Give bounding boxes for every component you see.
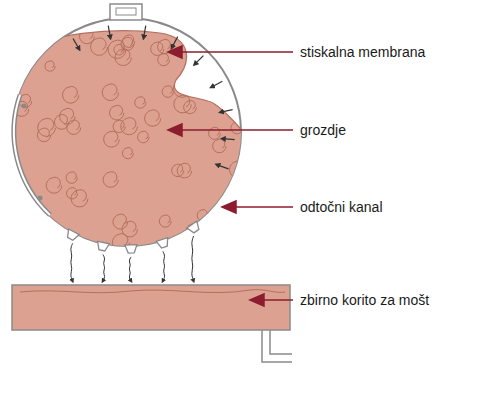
pressure-arrows: [73, 26, 235, 169]
grape-swirl: [39, 220, 54, 236]
part-label: grozdje: [300, 122, 346, 139]
grape-swirl: [121, 37, 134, 50]
must-drip: [103, 254, 105, 281]
grape-swirl: [22, 227, 40, 245]
grape-swirl: [138, 131, 149, 143]
grape-swirl: [30, 216, 45, 231]
grape-swirl: [115, 49, 131, 66]
pressure-arrow: [73, 38, 79, 48]
grape-swirl: [15, 189, 29, 203]
drain-fitting: [187, 221, 201, 234]
hinge-bolt: [22, 104, 27, 109]
grape-swirl: [37, 128, 50, 142]
grape-swirl: [67, 120, 81, 134]
must-trough: [12, 285, 290, 330]
door-handle: [116, 8, 136, 15]
drain-fitting: [125, 245, 137, 253]
grape-swirl: [113, 214, 128, 229]
pressure-arrow: [195, 56, 203, 64]
membrane-edge: [20, 31, 250, 140]
grape-swirl: [174, 95, 191, 113]
grape-swirl: [46, 177, 62, 193]
leader-lines: [168, 46, 293, 306]
grape-swirl: [104, 131, 120, 147]
grape-swirl: [135, 97, 146, 108]
grape-swirl: [66, 172, 77, 184]
pressure-arrow: [221, 110, 233, 112]
grape-swirl: [225, 225, 242, 242]
grape-swirl: [209, 127, 221, 139]
drain-outlets: [65, 221, 201, 281]
grape-swirl: [198, 62, 208, 73]
grape-swirl: [45, 61, 55, 71]
hinge-band: [14, 95, 50, 215]
grape-swirl: [32, 39, 43, 51]
grape-swirl: [229, 161, 246, 178]
must-surface: [20, 290, 285, 293]
grape-texture: [14, 27, 246, 251]
grape-swirl: [71, 190, 88, 207]
grape-swirl: [63, 86, 79, 103]
part-label: zbirno korito za mošt: [300, 292, 429, 309]
hinge-band-inner: [14, 95, 50, 215]
grape-swirl: [79, 29, 94, 44]
must-drip: [192, 236, 194, 281]
grape-swirl: [145, 110, 161, 126]
grape-swirl: [223, 94, 237, 108]
grape-swirl: [151, 42, 164, 56]
drain-fitting: [65, 229, 79, 242]
pressure-arrow: [172, 37, 178, 48]
grape-swirl: [231, 122, 243, 134]
part-label: odtočni kanal: [300, 199, 383, 216]
outlet-pipe: [262, 330, 292, 362]
grape-swirl: [31, 27, 45, 42]
grape-swirl: [114, 44, 124, 55]
grape-swirl: [103, 172, 118, 188]
grape-swirl: [121, 118, 138, 135]
grape-swirl: [213, 139, 226, 153]
grape-swirl: [102, 84, 118, 101]
pressure-arrow: [223, 138, 235, 140]
pressure-arrow: [144, 26, 146, 38]
grape-swirl: [32, 227, 44, 239]
pressure-arrow: [108, 26, 110, 38]
grape-swirl: [162, 86, 173, 98]
drain-fitting: [156, 238, 170, 249]
grape-swirl: [172, 164, 184, 176]
pressure-arrow: [212, 81, 223, 87]
drain-fitting: [96, 241, 109, 251]
must-drip: [71, 243, 73, 281]
hinge-bolt: [38, 196, 43, 201]
grape-swirl: [110, 105, 124, 120]
must-drip: [129, 257, 131, 281]
part-label: stiskalna membrana: [300, 44, 425, 61]
grape-swirl: [197, 210, 208, 221]
grape-swirl: [122, 148, 133, 159]
grape-swirl: [38, 118, 56, 136]
grape-swirl: [159, 215, 171, 227]
filling-door: [110, 4, 142, 20]
grape-swirl: [67, 188, 78, 199]
must-drip: [163, 251, 165, 281]
grape-swirl: [60, 108, 75, 124]
grape-swirl: [113, 120, 125, 132]
grape-swirl: [177, 163, 191, 178]
pressure-arrow: [217, 165, 228, 169]
